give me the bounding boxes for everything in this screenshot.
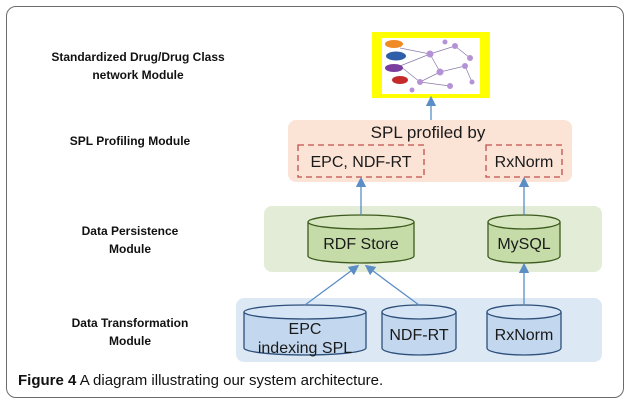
figure-caption: Figure 4 A diagram illustrating our syst… bbox=[18, 372, 383, 389]
caption-text: A diagram illustrating our system archit… bbox=[79, 372, 384, 389]
profiling-title: SPL profiled by bbox=[371, 123, 486, 142]
ndf-rt-cylinder bbox=[381, 304, 457, 356]
epc-ndfrt-label: EPC, NDF-RT bbox=[310, 154, 411, 171]
arrow-ndfrt-to-rdf bbox=[364, 264, 420, 306]
epc-indexing-spl-cylinder bbox=[243, 304, 367, 356]
rxnorm-source-cylinder bbox=[486, 304, 562, 356]
transformation-module-label: Data Transformation Module bbox=[71, 316, 189, 348]
arrow-epc-to-rdf bbox=[304, 264, 360, 306]
profiling-band bbox=[288, 120, 572, 182]
mysql-cylinder bbox=[487, 214, 561, 264]
epc-indexing-label-2: indexing SPL bbox=[258, 340, 352, 357]
profiling-module-label: SPL Profiling Module bbox=[69, 134, 191, 148]
figure-label: Figure 4 bbox=[18, 372, 77, 389]
ndf-rt-label: NDF-RT bbox=[389, 327, 448, 344]
persistence-module-label: Data Persistence Module bbox=[81, 224, 179, 256]
rdf-store-label: RDF Store bbox=[323, 236, 399, 253]
network-module-label: Standardized Drug/Drug Class network Mod… bbox=[51, 50, 225, 82]
mysql-label: MySQL bbox=[497, 236, 550, 253]
epc-indexing-label-1: EPC bbox=[289, 321, 322, 338]
rxnorm-profile-label: RxNorm bbox=[495, 154, 554, 171]
rxnorm-source-label: RxNorm bbox=[495, 327, 554, 344]
rdf-store-cylinder bbox=[307, 214, 415, 264]
network-graph-image bbox=[372, 32, 490, 98]
